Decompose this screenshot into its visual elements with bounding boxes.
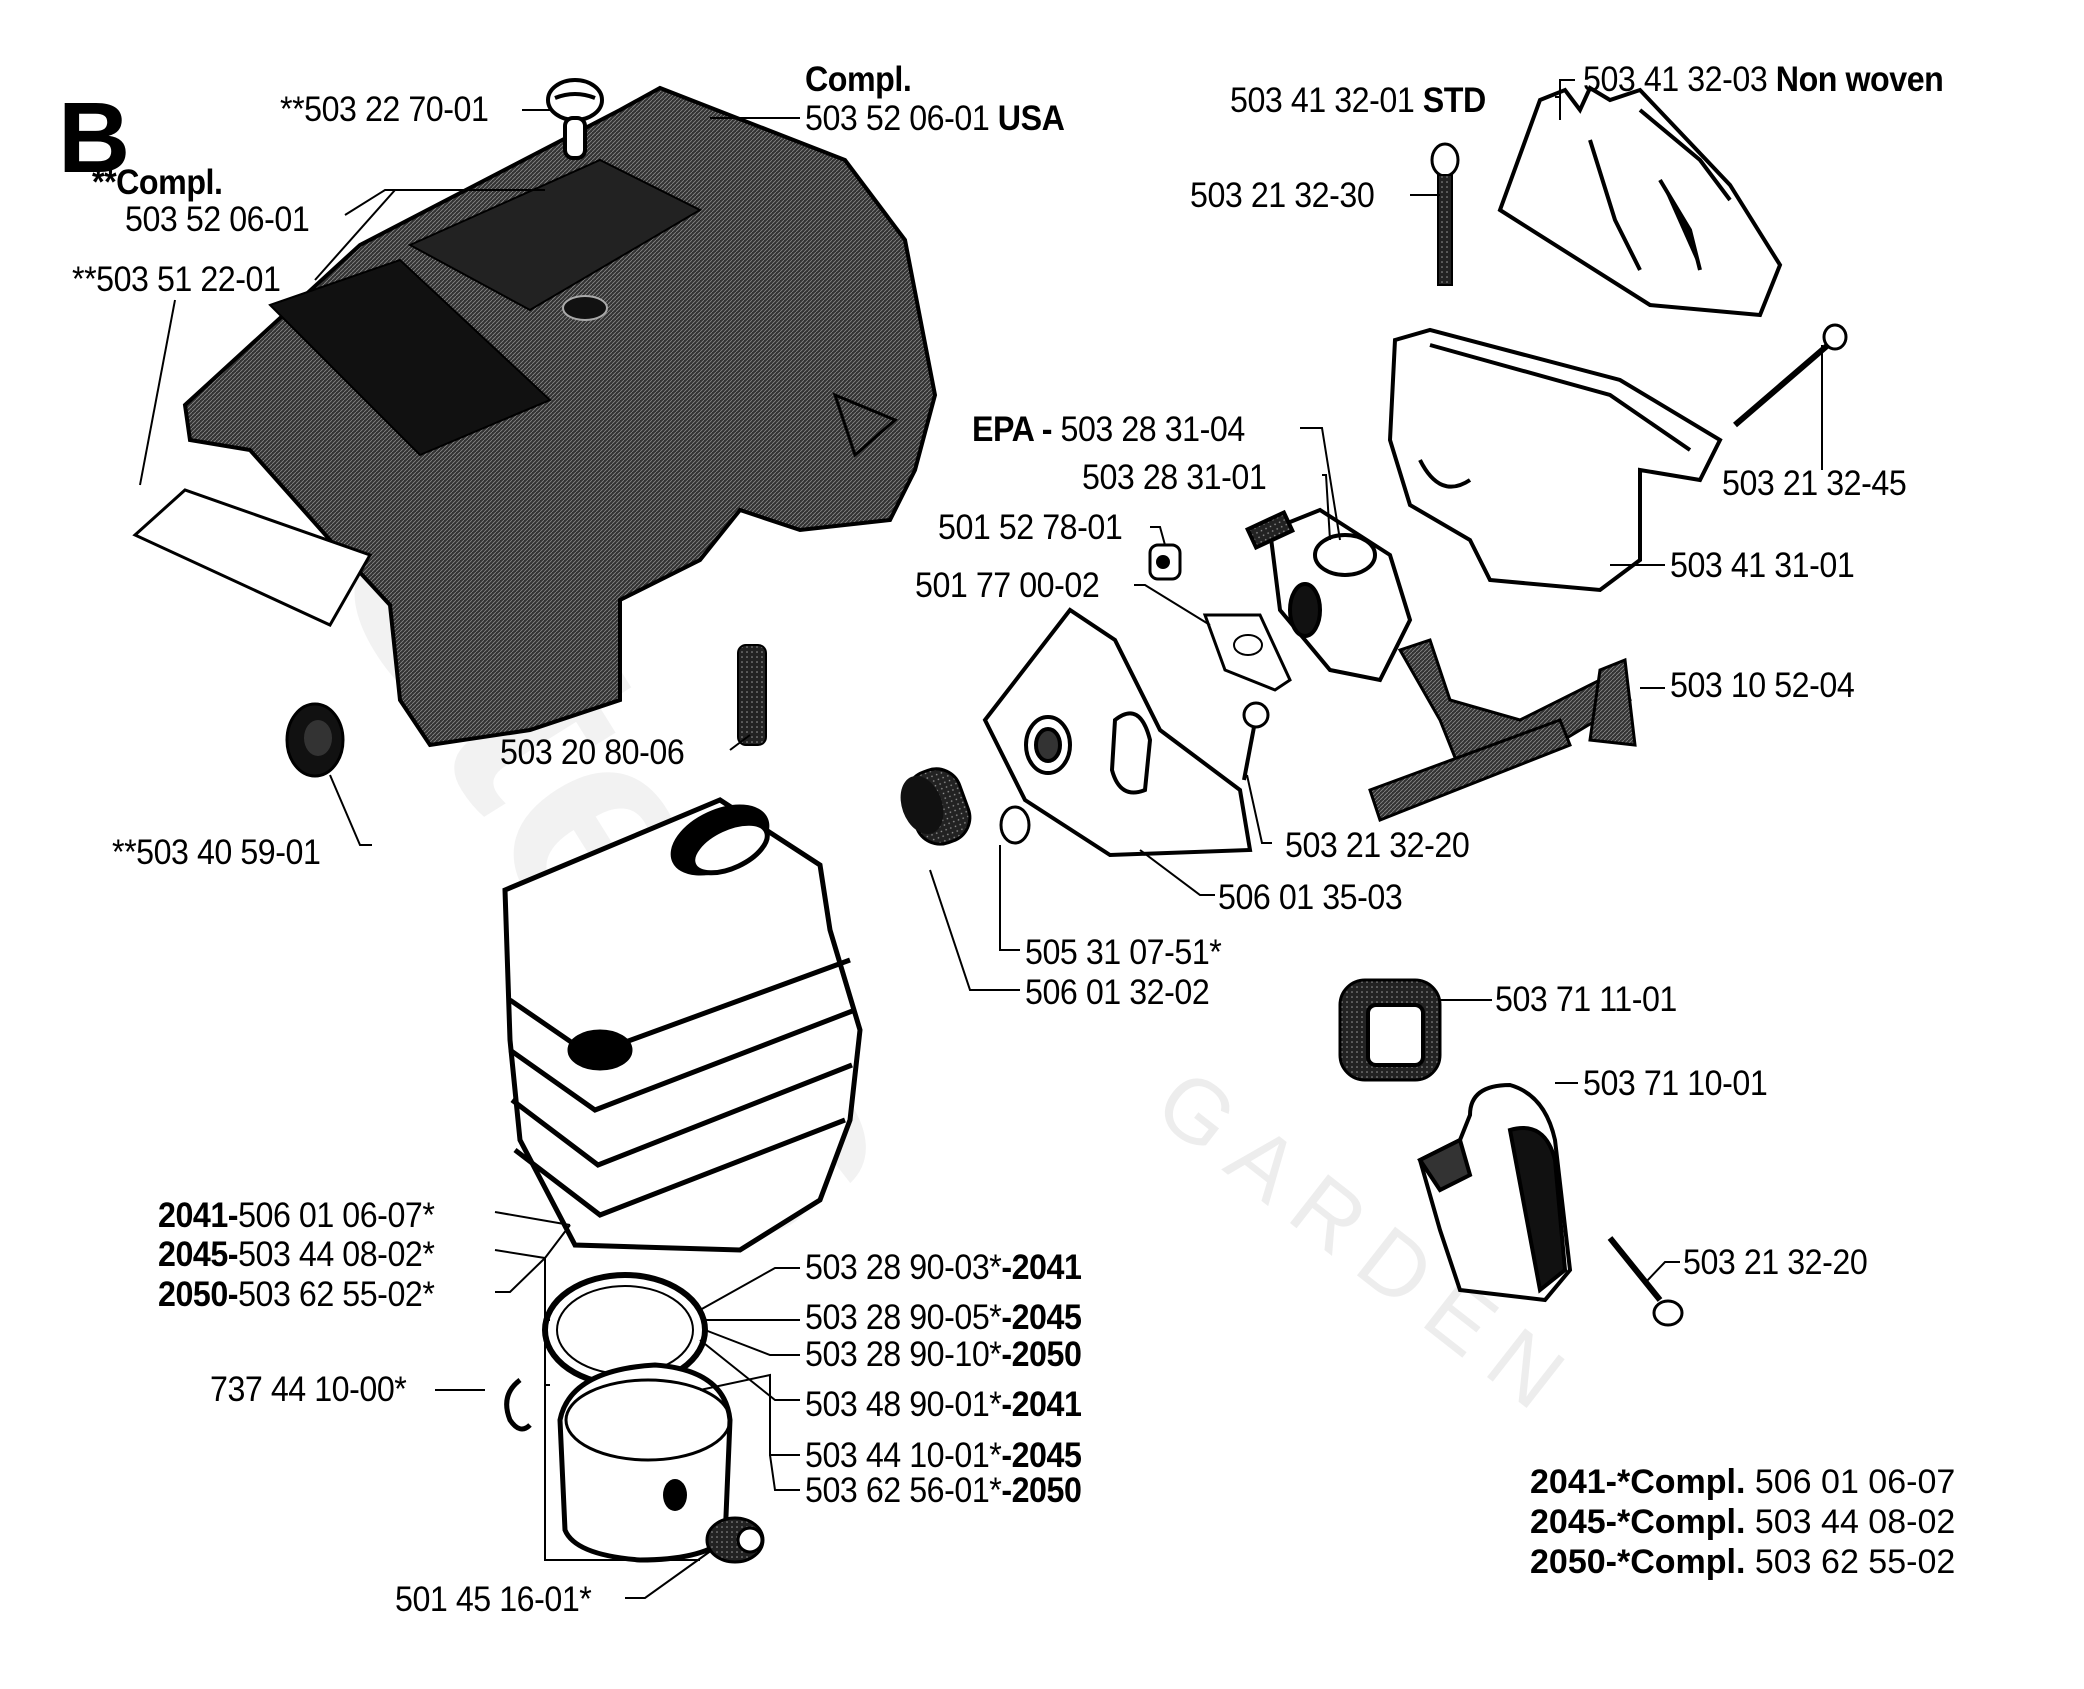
air-filter bbox=[1497, 85, 1783, 318]
circlip bbox=[504, 1378, 532, 1432]
leader-lines bbox=[139, 79, 1823, 1599]
label-intake-manifold: 506 01 35-03 bbox=[1218, 878, 1403, 917]
label-carb: 503 28 31-01 bbox=[1082, 458, 1267, 497]
label-air-filter-nonwoven: 503 41 32-03 Non woven bbox=[1583, 60, 1944, 99]
label-cylinder-2050: 2050-503 62 55-02* bbox=[158, 1275, 435, 1314]
screw-manifold bbox=[1242, 701, 1270, 781]
compl-legend: 2041-*Compl. 506 01 06-07 2045-*Compl. 5… bbox=[1530, 1462, 1955, 1582]
muffler-cover bbox=[1417, 1082, 1573, 1303]
carburetor bbox=[1244, 507, 1413, 683]
label-needle-bearing: 501 45 16-01* bbox=[395, 1580, 592, 1619]
legend-row-2041: 2041-*Compl. 506 01 06-07 bbox=[1530, 1463, 1956, 1501]
needle-bearing bbox=[705, 1516, 765, 1564]
label-filler-cap: **503 22 70-01 bbox=[280, 90, 489, 129]
label-compl-left-heading: **Compl. bbox=[92, 163, 223, 202]
label-stud: 503 20 80-06 bbox=[500, 733, 685, 772]
intake-sleeve bbox=[900, 767, 1031, 846]
label-throttle-rod: 503 10 52-04 bbox=[1670, 666, 1855, 705]
label-grommet: **503 40 59-01 bbox=[112, 833, 321, 872]
label-ring-2041: 503 28 90-03*-2041 bbox=[805, 1248, 1082, 1287]
label-compl-left-part: 503 52 06-01 bbox=[125, 200, 310, 239]
label-circlip: 737 44 10-00* bbox=[210, 1370, 407, 1409]
label-screw-20b: 503 21 32-20 bbox=[1683, 1243, 1868, 1282]
screw-muffler bbox=[1607, 1236, 1684, 1327]
screw-filter-top bbox=[1430, 142, 1460, 286]
label-ring-2045: 503 28 90-05*-2045 bbox=[805, 1298, 1082, 1337]
legend-row-2045: 2045-*Compl. 503 44 08-02 bbox=[1530, 1503, 1956, 1541]
label-sleeve-small: 505 31 07-51* bbox=[1025, 933, 1222, 972]
throttle-rod bbox=[1368, 638, 1637, 822]
label-piston-2041: 503 48 90-01*-2041 bbox=[805, 1385, 1082, 1424]
label-piston-2045: 503 44 10-01*-2045 bbox=[805, 1436, 1082, 1475]
label-compl-usa-heading: Compl. bbox=[805, 60, 912, 99]
label-carb-gasket: 501 77 00-02 bbox=[915, 566, 1100, 605]
label-foam: 503 71 11-01 bbox=[1495, 980, 1677, 1019]
label-ring-2050: 503 28 90-10*-2050 bbox=[805, 1335, 1082, 1374]
label-piston-2050: 503 62 56-01*-2050 bbox=[805, 1471, 1082, 1510]
filler-cap bbox=[546, 78, 604, 160]
label-compl-usa: 503 52 06-01 USA bbox=[805, 99, 1065, 138]
label-screw-45: 503 21 32-45 bbox=[1722, 464, 1907, 503]
legend-row-2050: 2050-*Compl. 503 62 55-02 bbox=[1530, 1543, 1956, 1581]
cylinder bbox=[502, 797, 863, 1253]
section-letter: B bbox=[58, 82, 131, 194]
label-muffler-cover: 503 71 10-01 bbox=[1583, 1064, 1768, 1103]
label-carb-epa: EPA - 503 28 31-04 bbox=[972, 410, 1245, 449]
label-screw-20a: 503 21 32-20 bbox=[1285, 826, 1470, 865]
piston bbox=[557, 1362, 733, 1563]
cover-gasket-sheet bbox=[132, 488, 373, 627]
intake-manifold bbox=[982, 607, 1253, 858]
screw-filter-right bbox=[1733, 323, 1848, 428]
stud bbox=[737, 644, 767, 746]
label-sleeve: 506 01 32-02 bbox=[1025, 973, 1210, 1012]
label-carb-nut: 501 52 78-01 bbox=[938, 508, 1123, 547]
filter-holder bbox=[1387, 327, 1723, 593]
label-filter-holder: 503 41 31-01 bbox=[1670, 546, 1855, 585]
top-cover bbox=[182, 85, 938, 748]
label-cylinder-2045: 2045-503 44 08-02* bbox=[158, 1235, 435, 1274]
label-screw-30: 503 21 32-30 bbox=[1190, 176, 1375, 215]
label-cylinder-2041: 2041-506 01 06-07* bbox=[158, 1196, 435, 1235]
foam-filter bbox=[1338, 978, 1442, 1082]
label-cover-gasket: **503 51 22-01 bbox=[72, 260, 281, 299]
label-air-filter-std: 503 41 32-01 STD bbox=[1230, 81, 1486, 120]
